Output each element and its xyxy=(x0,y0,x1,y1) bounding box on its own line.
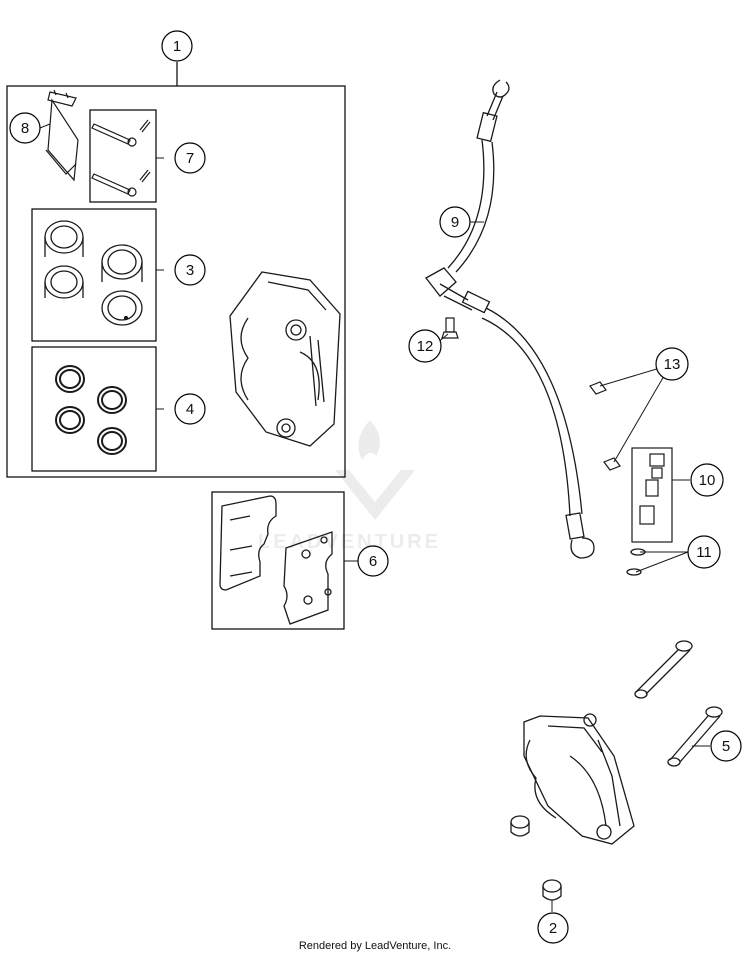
callout-3-label: 3 xyxy=(186,262,194,279)
callout-1-label: 1 xyxy=(173,38,181,55)
callout-12: 12 xyxy=(408,329,442,363)
svg-text:LEADVENTURE: LEADVENTURE xyxy=(258,531,441,553)
clip-parts xyxy=(589,381,621,471)
callout-1: 1 xyxy=(161,30,193,62)
seal-ring-parts xyxy=(55,365,127,455)
callout-11-label: 11 xyxy=(696,544,712,561)
caliper-body-assembled xyxy=(523,713,635,845)
callout-7-label: 7 xyxy=(186,150,194,167)
callout-8-label: 8 xyxy=(21,120,29,137)
bleed-valve-part xyxy=(631,447,673,543)
callout-2: 2 xyxy=(537,912,569,944)
callout-13-label: 13 xyxy=(664,356,681,373)
callout-6: 6 xyxy=(357,545,389,577)
caliper-kit-box xyxy=(6,62,346,478)
caliper-body-kit xyxy=(229,271,341,447)
callout-12-label: 12 xyxy=(417,338,434,355)
callout-8: 8 xyxy=(9,112,41,144)
rendered-by-footer: Rendered by LeadVenture, Inc. xyxy=(298,940,452,952)
callout-4-label: 4 xyxy=(186,401,194,418)
leader-lines xyxy=(39,123,710,912)
callout-2-label: 2 xyxy=(549,920,557,937)
spacer-parts xyxy=(510,815,562,901)
callout-5-label: 5 xyxy=(722,738,730,755)
piston-parts xyxy=(44,220,143,326)
callout-11: 11 xyxy=(687,535,721,569)
callout-9-label: 9 xyxy=(451,214,459,231)
callout-4: 4 xyxy=(174,393,206,425)
mounting-bolt-parts xyxy=(634,640,723,767)
pad-spring-part xyxy=(45,89,79,182)
callout-3: 3 xyxy=(174,254,206,286)
callout-7: 7 xyxy=(174,142,206,174)
guide-pin-parts xyxy=(91,119,151,197)
brake-pad-parts xyxy=(219,495,333,625)
o-ring-parts xyxy=(626,548,646,576)
brake-pad-box xyxy=(211,491,345,630)
brake-hose-part xyxy=(425,79,595,559)
callout-10-label: 10 xyxy=(699,472,716,489)
bleed-screw-part xyxy=(441,317,459,339)
watermark-logo: LEADVENTURE xyxy=(258,420,441,553)
callout-6-label: 6 xyxy=(369,553,377,570)
callout-10: 10 xyxy=(690,463,724,497)
callout-5: 5 xyxy=(710,730,742,762)
callout-9: 9 xyxy=(439,206,471,238)
callout-13: 13 xyxy=(655,347,689,381)
